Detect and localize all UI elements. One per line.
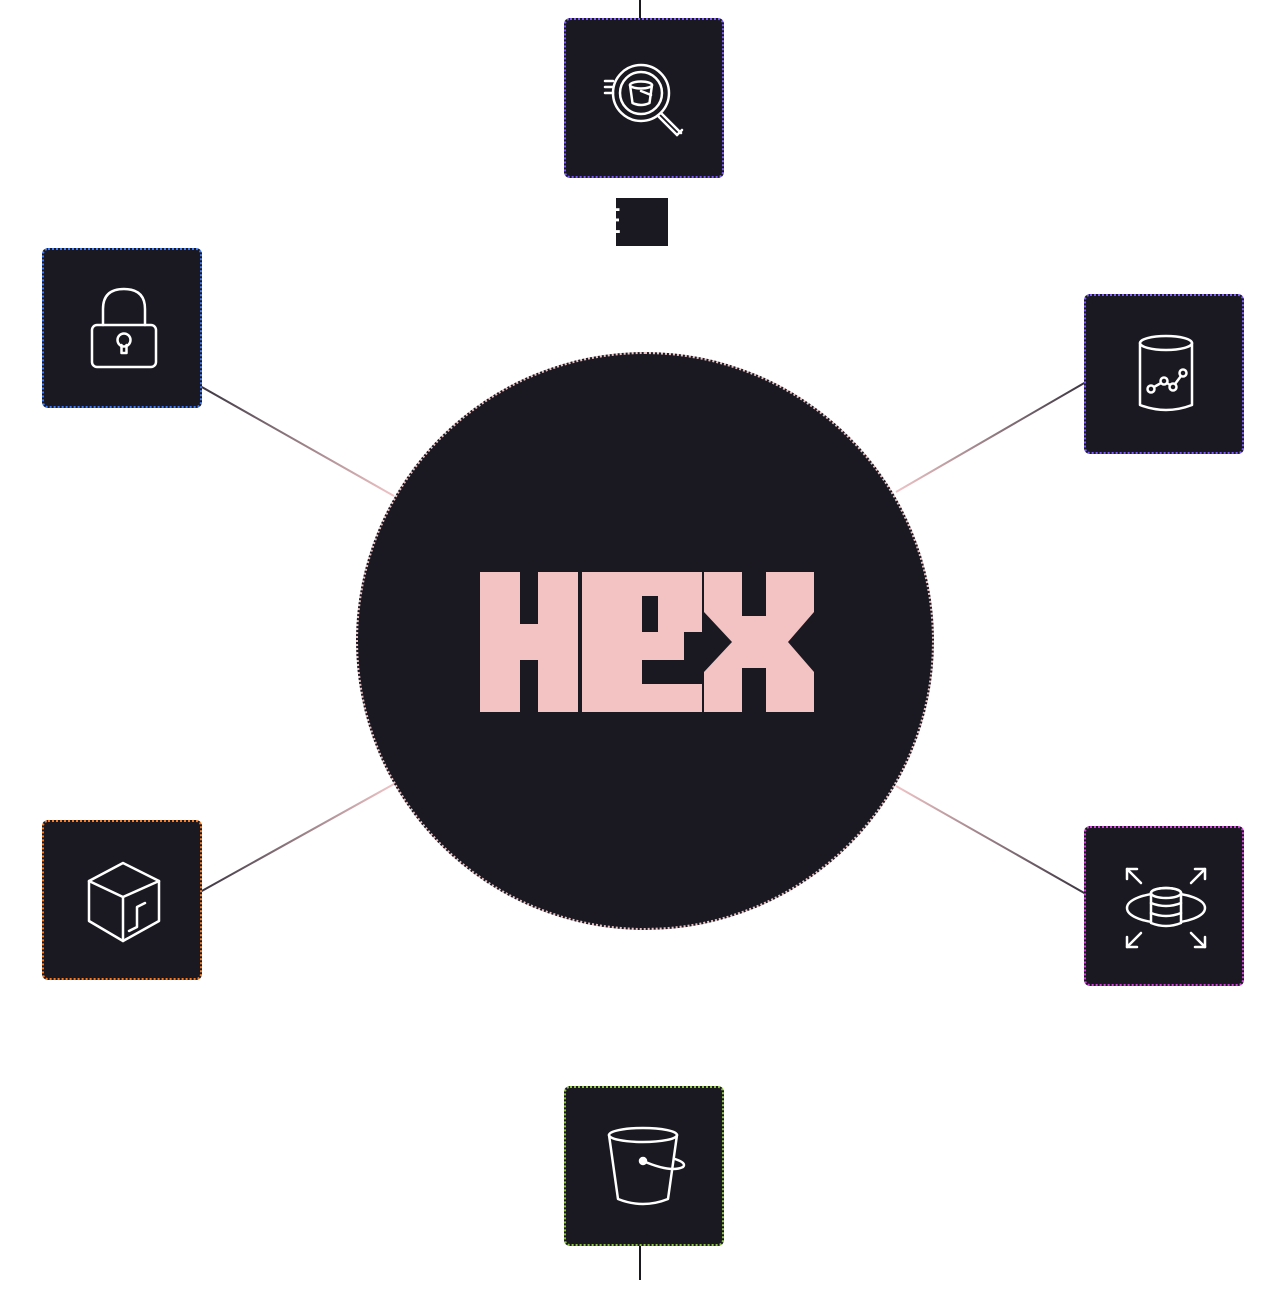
bucket-icon: [607, 1126, 686, 1206]
connector-redshift-hub: [895, 381, 1087, 493]
connector-iam-hub: [199, 385, 395, 497]
hex-logo-shapes: [480, 572, 814, 712]
iam-node[interactable]: [42, 248, 202, 408]
database-scale-icon: [1125, 867, 1207, 949]
connector-lambda-hub: [199, 783, 395, 893]
cube-function-icon: [87, 861, 161, 943]
s3-node[interactable]: [564, 1086, 724, 1246]
padlock-icon: [90, 287, 158, 369]
hex-logo: [480, 572, 814, 712]
redshift-node[interactable]: [1084, 294, 1244, 454]
hex-hub: [356, 352, 934, 930]
lambda-node[interactable]: [42, 820, 202, 980]
athena-label-text: HE: [616, 198, 623, 246]
emr-node[interactable]: [1084, 826, 1244, 986]
database-chart-icon: [1138, 334, 1194, 412]
connector-emr-hub: [895, 785, 1087, 895]
athena-label: HE: [616, 198, 668, 246]
athena-search-bucket-icon: [603, 63, 684, 137]
athena-node[interactable]: [564, 18, 724, 178]
